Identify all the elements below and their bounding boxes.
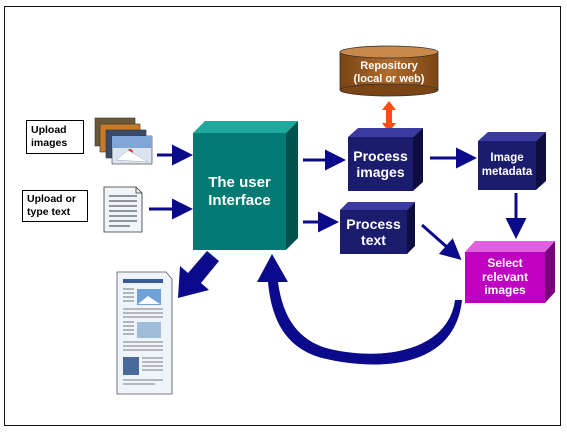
arrow-text-to-select <box>421 223 462 260</box>
image-metadata-label: Image metadata <box>481 152 533 178</box>
process-images-label: Process images <box>353 147 408 180</box>
flow-arrows <box>149 144 527 260</box>
repository-label: Repository (local or web) <box>353 60 425 85</box>
repository-double-arrow <box>382 101 396 132</box>
select-images-box <box>465 241 555 303</box>
upload-images-label: Upload images <box>26 120 84 154</box>
process-text-label: Process text <box>346 215 401 248</box>
repository-cylinder <box>339 45 439 97</box>
process-text-box <box>340 202 415 254</box>
user-interface-box <box>193 121 298 250</box>
process-images-box <box>348 128 423 191</box>
output-document-icon <box>116 271 173 395</box>
arrow-interface-to-output <box>178 251 219 298</box>
image-metadata-box <box>478 132 546 190</box>
photo-stack-icon <box>94 117 153 165</box>
text-document-icon <box>103 186 143 233</box>
select-images-label: Select relevant images <box>481 255 529 298</box>
user-interface-label: The user Interface <box>208 174 271 209</box>
upload-text-label: Upload or type text <box>22 190 88 222</box>
curved-return-arrow <box>257 254 462 365</box>
